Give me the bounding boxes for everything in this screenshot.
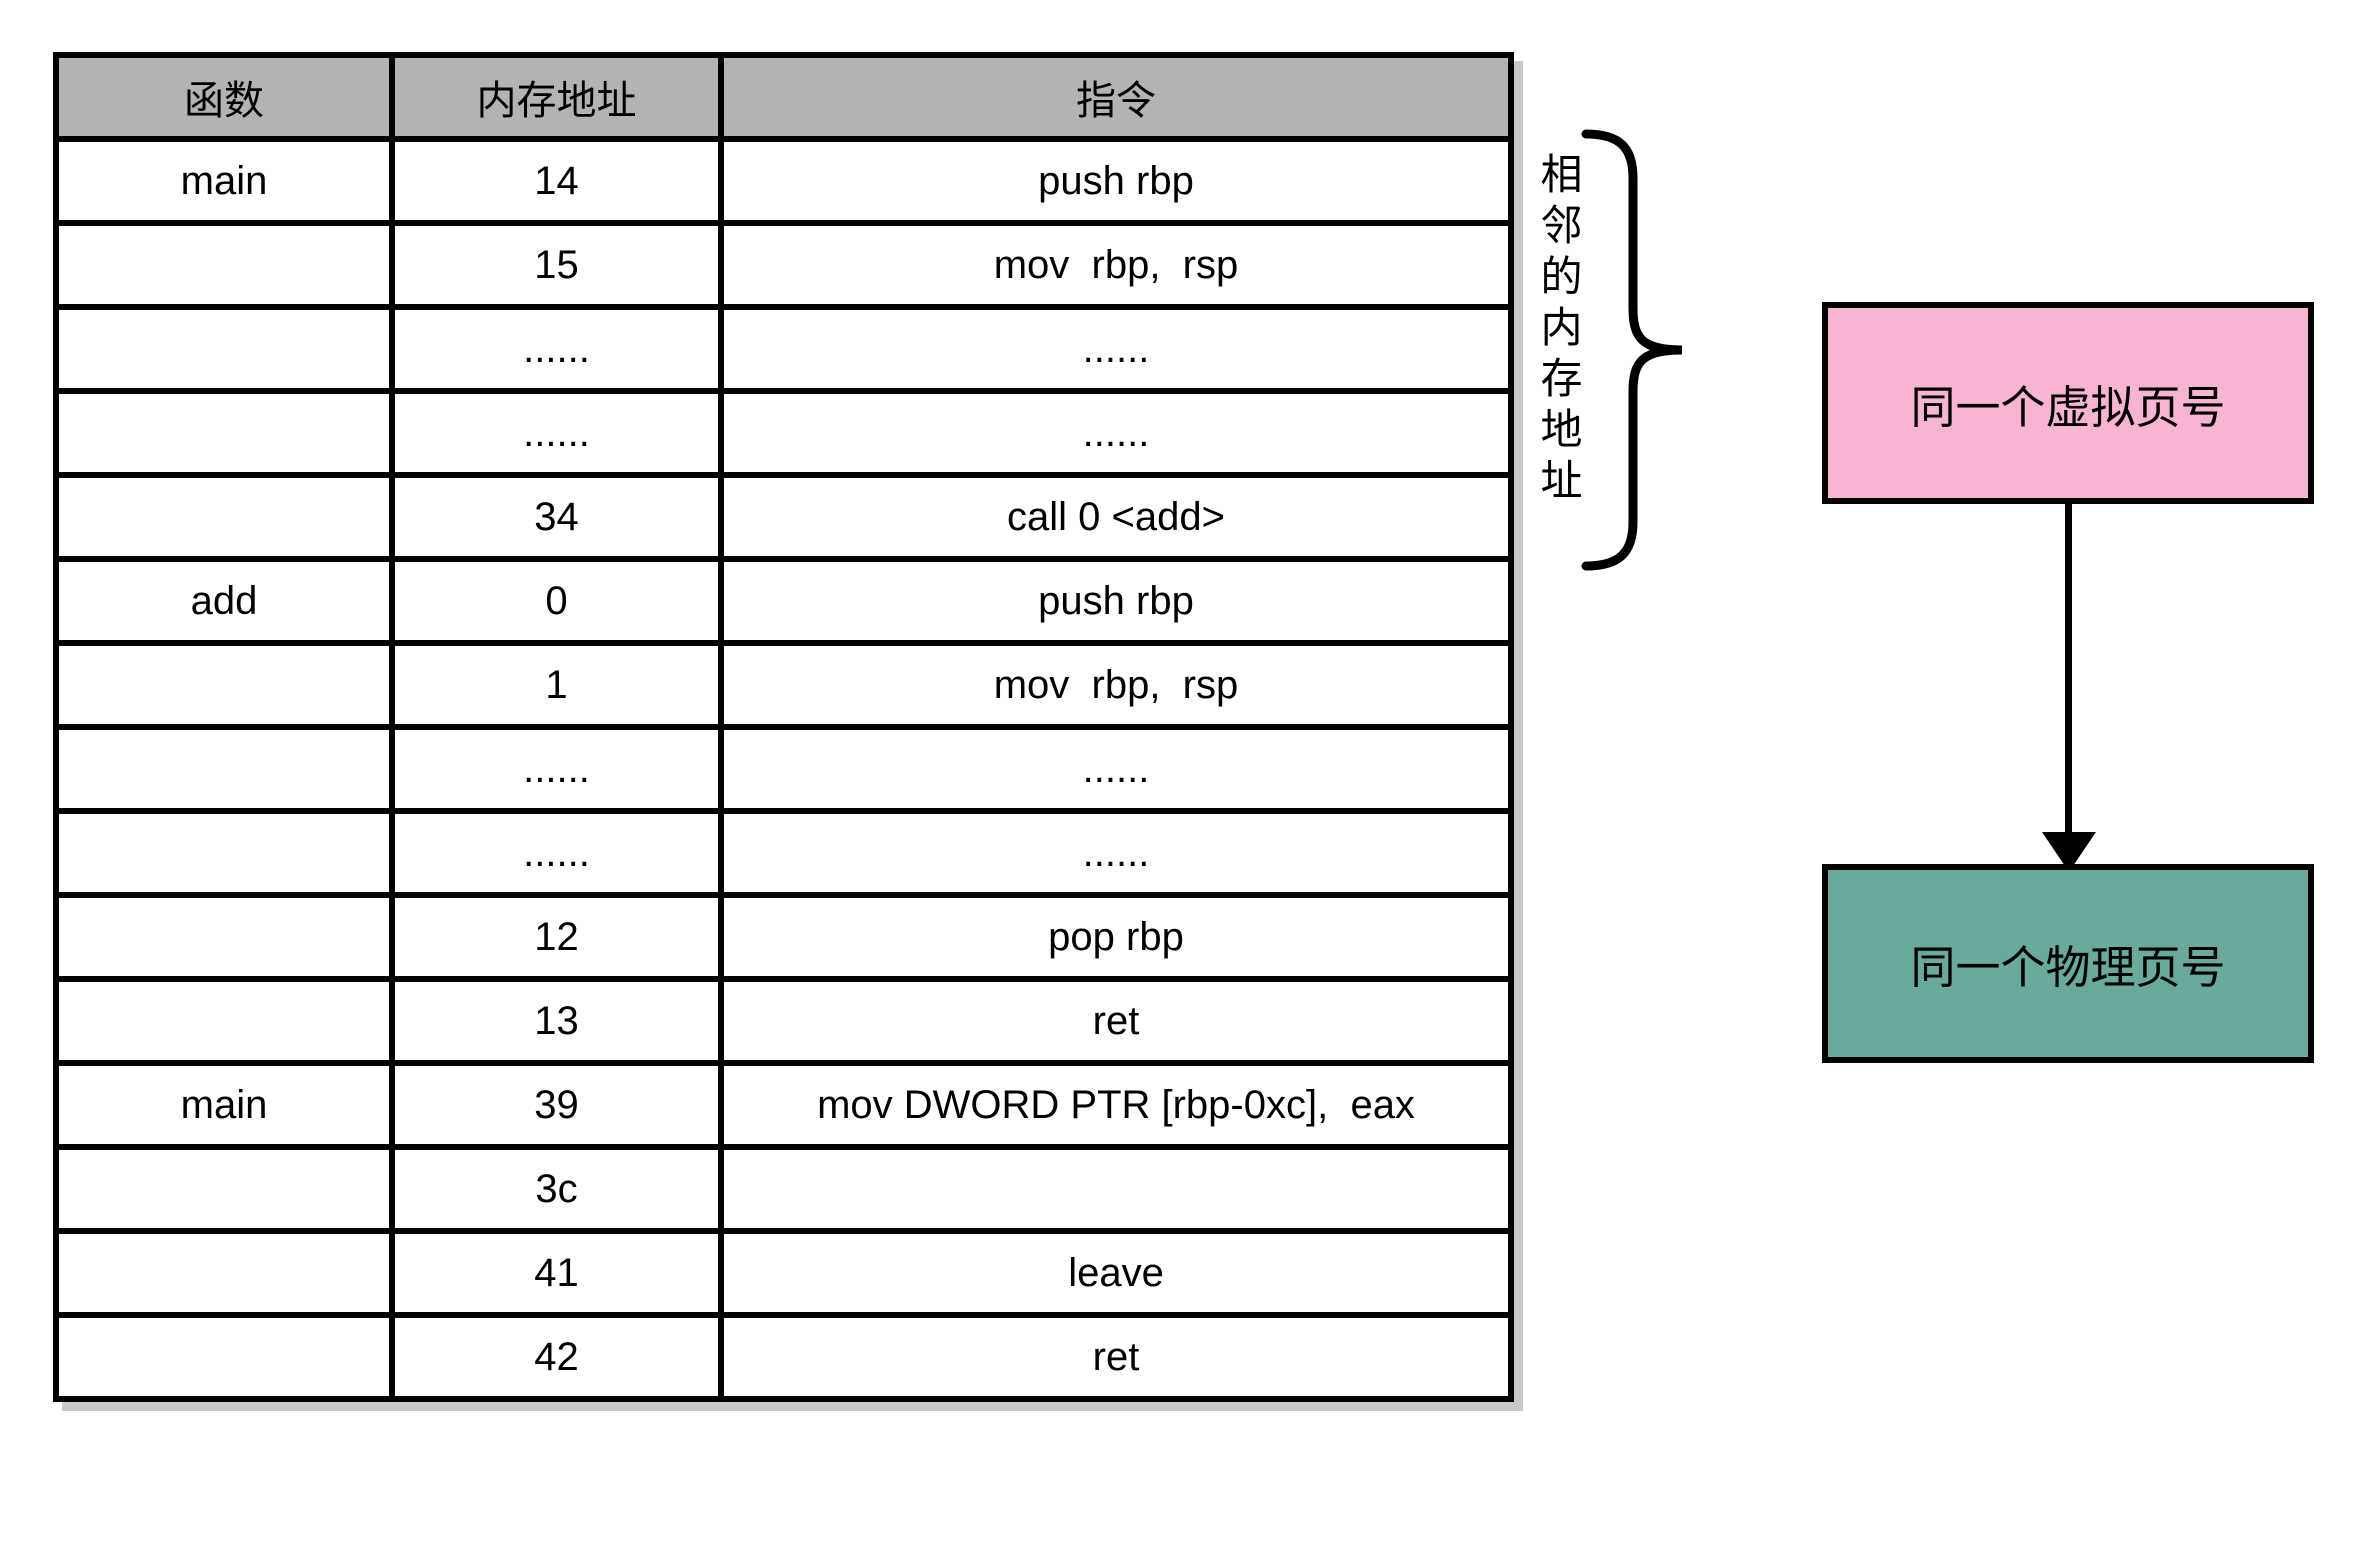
cell-func bbox=[53, 1312, 395, 1402]
cell-addr: 34 bbox=[389, 472, 724, 562]
table-header-row: 函数 内存地址 指令 bbox=[53, 52, 1514, 142]
cell-instr: mov rbp, rsp bbox=[718, 640, 1514, 730]
cell-instr: call 0 <add> bbox=[718, 472, 1514, 562]
cell-addr: ...... bbox=[389, 724, 724, 814]
cell-func bbox=[53, 640, 395, 730]
cell-instr: mov rbp, rsp bbox=[718, 220, 1514, 310]
cell-func: main bbox=[53, 136, 395, 226]
cell-addr: 12 bbox=[389, 892, 724, 982]
cell-instr: ret bbox=[718, 976, 1514, 1066]
cell-addr: 41 bbox=[389, 1228, 724, 1318]
table-row: 12 pop rbp bbox=[53, 892, 1514, 982]
table-row: 42 ret bbox=[53, 1312, 1514, 1402]
cell-instr: push rbp bbox=[718, 136, 1514, 226]
cell-addr: 13 bbox=[389, 976, 724, 1066]
cell-addr: 39 bbox=[389, 1060, 724, 1150]
cell-addr: 14 bbox=[389, 136, 724, 226]
curly-brace bbox=[1581, 129, 1683, 571]
cell-instr: mov DWORD PTR [rbp-0xc], eax bbox=[718, 1060, 1514, 1150]
cell-func: main bbox=[53, 1060, 395, 1150]
cell-func bbox=[53, 808, 395, 898]
cell-instr bbox=[718, 1144, 1514, 1234]
header-memory-address: 内存地址 bbox=[389, 52, 724, 142]
cell-instr: ...... bbox=[718, 808, 1514, 898]
table-row: add 0 push rbp bbox=[53, 556, 1514, 646]
virtual-page-label: 同一个虚拟页号 bbox=[1910, 381, 2226, 433]
table-row: ...... ...... bbox=[53, 304, 1514, 394]
cell-func bbox=[53, 472, 395, 562]
adjacent-memory-address-label: 相邻的内存地址 bbox=[1535, 152, 1582, 509]
table-row: 3c bbox=[53, 1144, 1514, 1234]
header-function: 函数 bbox=[53, 52, 395, 142]
instruction-table: 函数 内存地址 指令 main 14 push rbp 15 mov rbp, … bbox=[53, 52, 1514, 1402]
table-row: ...... ...... bbox=[53, 808, 1514, 898]
cell-func bbox=[53, 1228, 395, 1318]
table-row: 1 mov rbp, rsp bbox=[53, 640, 1514, 730]
table-row: ...... ...... bbox=[53, 724, 1514, 814]
cell-instr: ...... bbox=[718, 388, 1514, 478]
table-row: 13 ret bbox=[53, 976, 1514, 1066]
cell-addr: ...... bbox=[389, 808, 724, 898]
cell-instr: leave bbox=[718, 1228, 1514, 1318]
cell-func bbox=[53, 892, 395, 982]
cell-instr: ...... bbox=[718, 724, 1514, 814]
header-instruction: 指令 bbox=[718, 52, 1514, 142]
cell-addr: 15 bbox=[389, 220, 724, 310]
table-row: main 14 push rbp bbox=[53, 136, 1514, 226]
virtual-page-box: 同一个虚拟页号 bbox=[1822, 302, 2314, 504]
cell-func bbox=[53, 220, 395, 310]
cell-addr: 42 bbox=[389, 1312, 724, 1402]
cell-addr: 3c bbox=[389, 1144, 724, 1234]
cell-addr: ...... bbox=[389, 388, 724, 478]
table-row: 41 leave bbox=[53, 1228, 1514, 1318]
cell-instr: pop rbp bbox=[718, 892, 1514, 982]
cell-func bbox=[53, 976, 395, 1066]
physical-page-box: 同一个物理页号 bbox=[1822, 864, 2314, 1063]
cell-func bbox=[53, 304, 395, 394]
physical-page-label: 同一个物理页号 bbox=[1910, 942, 2226, 993]
table-row: ...... ...... bbox=[53, 388, 1514, 478]
cell-func bbox=[53, 724, 395, 814]
cell-func bbox=[53, 388, 395, 478]
cell-addr: 1 bbox=[389, 640, 724, 730]
arrow-line bbox=[2065, 504, 2072, 836]
table-row: 15 mov rbp, rsp bbox=[53, 220, 1514, 310]
table-row: main 39 mov DWORD PTR [rbp-0xc], eax bbox=[53, 1060, 1514, 1150]
cell-instr: ...... bbox=[718, 304, 1514, 394]
cell-func: add bbox=[53, 556, 395, 646]
cell-addr: 0 bbox=[389, 556, 724, 646]
table-row: 34 call 0 <add> bbox=[53, 472, 1514, 562]
cell-func bbox=[53, 1144, 395, 1234]
cell-addr: ...... bbox=[389, 304, 724, 394]
cell-instr: push rbp bbox=[718, 556, 1514, 646]
cell-instr: ret bbox=[718, 1312, 1514, 1402]
